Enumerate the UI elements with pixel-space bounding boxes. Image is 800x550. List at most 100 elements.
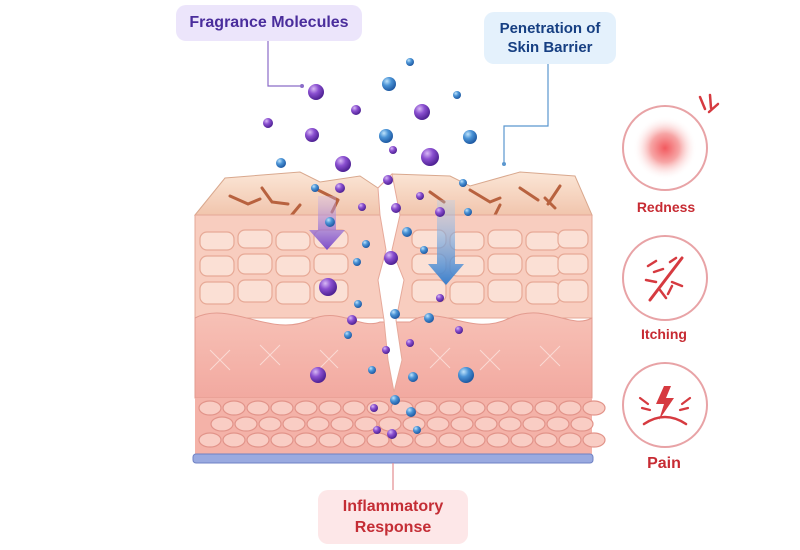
basal-cell [582,400,606,416]
molecule [362,240,370,248]
basal-cell [414,432,438,448]
molecule [416,192,424,200]
basal-cell [486,400,510,416]
molecule [379,129,393,143]
basal-cell [522,416,546,432]
basal-cell [582,432,606,448]
molecule [436,294,444,302]
molecule [351,105,361,115]
molecule [408,372,418,382]
molecule [353,258,361,266]
basement-membrane [192,453,594,464]
basal-cell [378,416,402,432]
basal-cell [318,400,342,416]
molecule [406,339,414,347]
redness-label: Redness [636,199,696,215]
molecule [335,156,351,172]
molecule [382,77,396,91]
skin-cross-section [192,171,606,464]
basal-cell [222,432,246,448]
basal-cell [258,416,282,432]
basal-cell [234,416,258,432]
basal-cell [390,432,414,448]
basal-cell [510,432,534,448]
callout-connectors [267,41,549,490]
molecule [325,217,335,227]
basal-cell [366,432,390,448]
molecule [414,104,430,120]
basal-cell [222,400,246,416]
molecule [420,246,428,254]
molecule [453,91,461,99]
fragrance-molecules-label: Fragrance Molecules [176,5,362,41]
basal-cell [510,400,534,416]
basal-cell [306,416,330,432]
basal-cell [450,416,474,432]
molecule [406,58,414,66]
molecule [391,203,401,213]
molecule [413,426,421,434]
molecule [305,128,319,142]
basal-cell [414,400,438,416]
molecule [263,118,273,128]
molecule [370,404,378,412]
basal-cell [342,432,366,448]
pain-label: Pain [647,455,681,472]
penetration-label-line1: Penetration of [499,20,601,37]
molecule [458,367,474,383]
basal-cell [354,416,378,432]
molecule [384,251,398,265]
itching-slash-icon [622,235,708,321]
molecule [435,207,445,217]
basal-cell [438,432,462,448]
penetration-label-line2: Skin Barrier [507,39,593,56]
basal-cell [474,416,498,432]
pain-bolt-icon [622,362,708,448]
basal-cell [558,432,582,448]
basal-cell [498,416,522,432]
basal-cell [282,416,306,432]
molecule [390,309,400,319]
molecule [373,426,381,434]
epidermis-cells [199,229,589,305]
molecule [347,315,357,325]
basal-cell [294,432,318,448]
molecule [387,429,397,439]
basal-cell [270,400,294,416]
molecule [402,227,412,237]
basal-cell [546,416,570,432]
molecule [335,183,345,193]
molecule [382,346,390,354]
basal-cell [270,432,294,448]
molecule [421,148,439,166]
barrier-crack [377,172,405,393]
itching-label: Itching [641,326,687,342]
molecule [319,278,337,296]
basal-cell [438,400,462,416]
basal-cell [426,416,450,432]
molecule [354,300,362,308]
molecule [390,395,400,405]
molecule [358,203,366,211]
basal-cell [558,400,582,416]
basal-cell [534,432,558,448]
basal-cell [246,432,270,448]
basal-cell [246,400,270,416]
molecule [311,184,319,192]
redness-glow-icon [622,93,720,191]
down-arrow-icon [428,200,464,285]
molecule [276,158,286,168]
basal-cell [330,416,354,432]
inflammatory-response-label: Inflammatory Response [318,490,468,544]
molecule [455,326,463,334]
inflammatory-label-line1: Inflammatory [342,498,444,515]
basal-cell [318,432,342,448]
basal-cell [210,416,234,432]
basal-cell [198,432,222,448]
molecule [406,407,416,417]
molecule [383,175,393,185]
basal-cell [342,400,366,416]
dermis-fibers [209,344,561,371]
fragrance-molecules [263,58,477,439]
inflammatory-label-line2: Response [354,519,432,536]
